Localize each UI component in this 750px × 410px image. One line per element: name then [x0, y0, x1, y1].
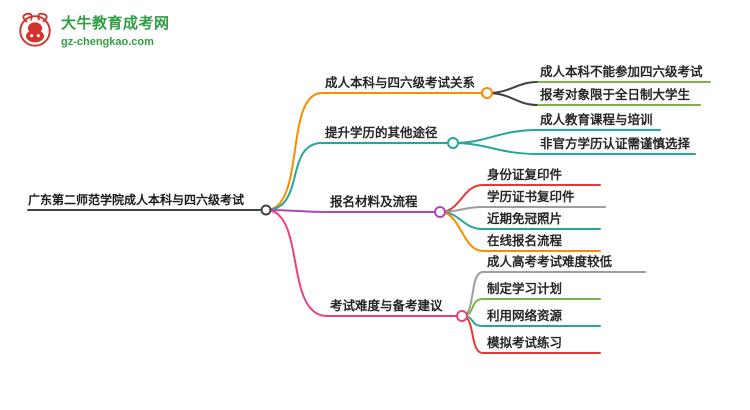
edge-branch-4 [265, 209, 458, 317]
child-node-4-3[interactable]: 利用网络资源 [487, 309, 563, 323]
child-node-4-1[interactable]: 成人高考考试难度较低 [487, 255, 613, 269]
edge-child-1-2 [486, 92, 539, 106]
edge-child-2-2 [452, 142, 696, 155]
edge-child-2-1 [452, 129, 661, 144]
child-node-1-2[interactable]: 报考对象限于全日制大学生 [540, 88, 691, 102]
branch-node-3[interactable]: 报名材料及流程 [330, 195, 418, 209]
child-node-4-4[interactable]: 模拟考试练习 [487, 336, 563, 350]
edge-child-1-1 [486, 81, 539, 94]
child-node-3-4[interactable]: 在线报名流程 [487, 234, 563, 248]
child-node-3-3[interactable]: 近期免冠照片 [487, 212, 563, 226]
child-node-4-2[interactable]: 制定学习计划 [487, 282, 563, 296]
branch-node-1[interactable]: 成人本科与四六级考试关系 [325, 76, 476, 90]
edge-child-3-4 [439, 211, 601, 252]
expander-branch-4[interactable] [456, 310, 468, 322]
edge-branch-2 [265, 142, 449, 211]
child-node-2-1[interactable]: 成人教育课程与培训 [540, 113, 653, 127]
child-node-3-1[interactable]: 身份证复印件 [487, 168, 563, 182]
child-node-3-2[interactable]: 学历证书复印件 [487, 190, 575, 204]
root-node[interactable]: 广东第二师范学院成人本科与四六级考试 [28, 193, 245, 207]
edge-branch-1 [265, 92, 483, 211]
branch-node-4[interactable]: 考试难度与备考建议 [330, 299, 443, 313]
expander-branch-2[interactable] [447, 137, 459, 149]
site-url: gz-chengkao.com [61, 36, 154, 48]
site-logo[interactable]: 大牛教育成考网 gz-chengkao.com [16, 11, 170, 49]
expander-branch-1[interactable] [481, 87, 493, 99]
child-node-2-2[interactable]: 非官方学历认证需谨慎选择 [540, 137, 691, 151]
branch-node-2[interactable]: 提升学历的其他途径 [325, 126, 438, 140]
bull-logo-icon [19, 12, 51, 47]
edge-branch-3 [265, 209, 436, 213]
expander-root[interactable] [260, 204, 272, 216]
site-name: 大牛教育成考网 [61, 15, 170, 32]
child-node-1-1[interactable]: 成人本科不能参加四六级考试 [540, 65, 703, 79]
expander-branch-3[interactable] [434, 206, 446, 218]
